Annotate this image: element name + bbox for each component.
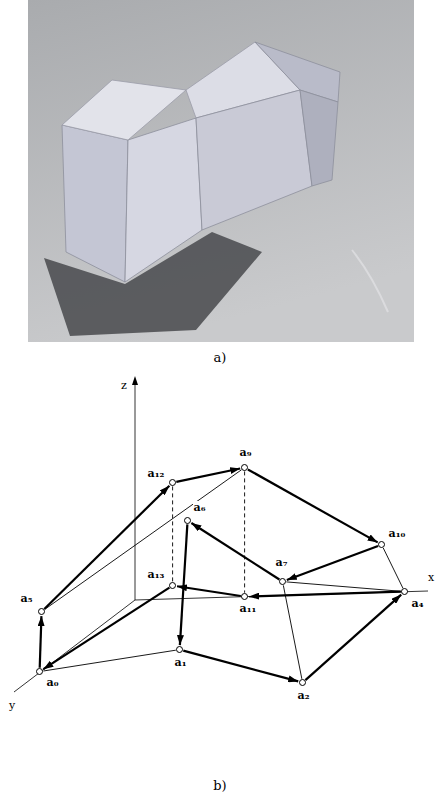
point-marker: a₀ <box>36 668 43 675</box>
point-label: a₁₁ <box>239 602 258 615</box>
path-arrow <box>40 616 42 668</box>
y-axis <box>14 600 135 692</box>
axis-label: z <box>121 380 127 392</box>
path-arrow <box>44 486 169 609</box>
point-marker: a₄ <box>401 588 408 595</box>
model-face <box>196 90 312 230</box>
path-arrow <box>248 469 378 542</box>
point-label: a₇ <box>275 556 289 569</box>
photo-ground <box>28 0 414 342</box>
point-label: a₁₂ <box>147 467 166 480</box>
subfigure-label: a) <box>214 351 227 365</box>
path-arrow <box>177 586 241 596</box>
point-marker: a₁₃ <box>169 582 176 589</box>
point-marker: a₇ <box>279 578 286 585</box>
model-face <box>62 125 128 282</box>
model-face <box>125 118 202 282</box>
point-label: a₅ <box>20 592 34 605</box>
point-label: a₁ <box>174 656 188 669</box>
path-arrow <box>43 588 169 669</box>
point-marker: a₁₁ <box>241 593 248 600</box>
edge-line <box>43 650 175 671</box>
model-face <box>300 90 338 186</box>
z-axis <box>135 381 136 600</box>
path-arrow <box>176 469 240 482</box>
point-label: a₂ <box>297 689 311 702</box>
edge-line <box>383 548 403 588</box>
axis-arrow <box>132 376 138 385</box>
point-marker: a₆ <box>184 517 191 524</box>
path-arrow <box>249 592 401 597</box>
path-arrow <box>180 524 187 645</box>
edge-line <box>45 470 242 610</box>
point-marker: a₁₂ <box>169 479 176 486</box>
point-marker: a₅ <box>38 608 45 615</box>
point-label: a₀ <box>46 676 60 689</box>
axis-label: y <box>9 700 15 712</box>
point-label: a₁₀ <box>388 527 407 540</box>
point-label: a₆ <box>193 501 207 514</box>
point-marker: a₉ <box>241 464 248 471</box>
x-axis <box>135 591 428 600</box>
model-face <box>62 80 186 140</box>
point-marker: a₁ <box>176 646 183 653</box>
path-arrow <box>287 546 378 580</box>
point-label: a₁₃ <box>147 568 166 581</box>
edge-line <box>286 582 400 591</box>
ground-streak <box>352 250 388 312</box>
model-face <box>255 42 340 102</box>
edge-line <box>283 585 302 679</box>
projection-line <box>244 471 245 592</box>
subfigure-label: b) <box>213 779 226 793</box>
point-marker: a₁₀ <box>378 541 385 548</box>
path-arrow <box>305 595 401 680</box>
axis-label: x <box>428 572 434 584</box>
point-label: a₄ <box>411 597 425 610</box>
point-label: a₉ <box>239 446 253 459</box>
point-marker: a₂ <box>299 679 306 686</box>
path-arrow <box>183 651 298 682</box>
projection-line <box>172 486 173 581</box>
path-arrow <box>191 523 279 580</box>
